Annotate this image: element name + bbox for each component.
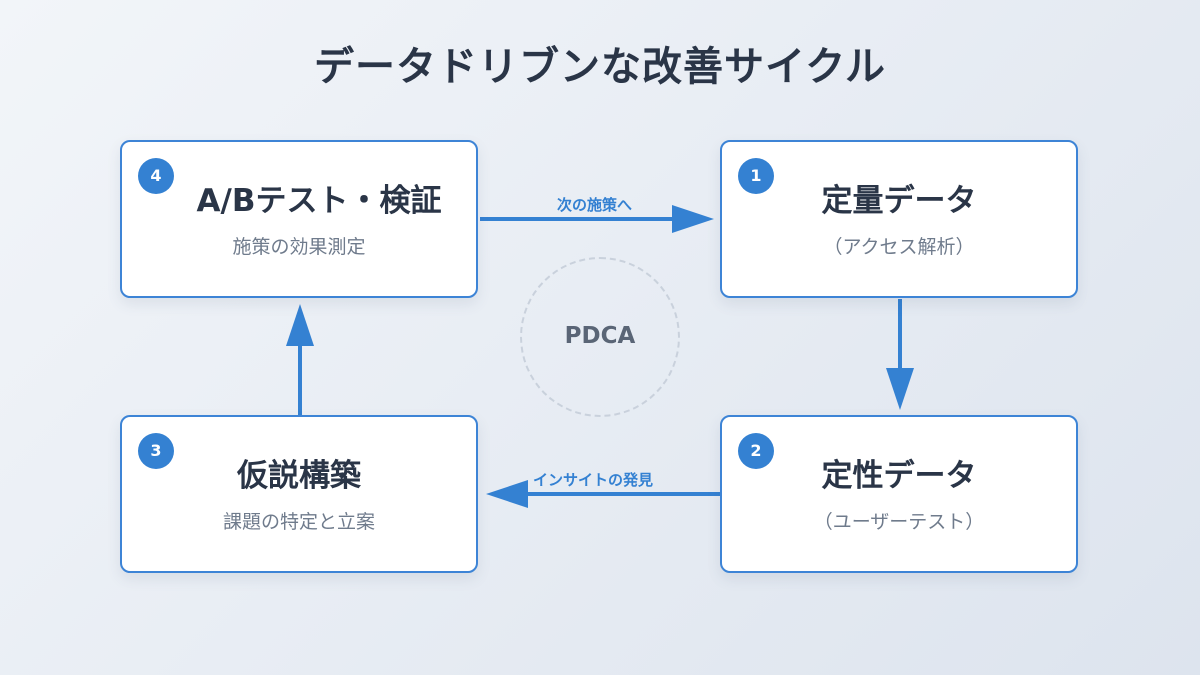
arrow-4-to-1-head <box>672 205 714 233</box>
step-number-badge: 1 <box>738 158 774 194</box>
center-label: PDCA <box>564 323 636 349</box>
step-number-badge: 4 <box>138 158 174 194</box>
step-subtitle: 課題の特定と立案 <box>222 511 375 533</box>
step-title: 定性データ <box>821 458 977 494</box>
step-subtitle: 施策の効果測定 <box>232 236 366 258</box>
arrow-2-to-3-head <box>486 480 528 508</box>
step-number-badge: 3 <box>138 433 174 469</box>
edge-label-insight: インサイトの発見 <box>533 471 654 489</box>
step-title: 仮説構築 <box>237 458 361 494</box>
step-card-ab-test: 4 A/Bテスト・検証 施策の効果測定 <box>120 140 478 298</box>
step-card-qualitative-data: 2 定性データ （ユーザーテスト） <box>720 415 1078 573</box>
step-subtitle: （アクセス解析） <box>823 236 975 258</box>
arrow-3-to-4-head <box>286 304 314 346</box>
step-card-quantitative-data: 1 定量データ （アクセス解析） <box>720 140 1078 298</box>
step-title: A/Bテスト・検証 <box>196 183 442 219</box>
step-number-badge: 2 <box>738 433 774 469</box>
edge-label-next-measure: 次の施策へ <box>557 196 633 214</box>
page-title: データドリブンな改善サイクル <box>314 44 886 90</box>
arrow-1-to-2-head <box>886 368 914 410</box>
step-title: 定量データ <box>821 183 977 219</box>
step-card-hypothesis: 3 仮説構築 課題の特定と立案 <box>120 415 478 573</box>
center-circle: PDCA <box>520 257 680 417</box>
step-subtitle: （ユーザーテスト） <box>813 511 985 533</box>
